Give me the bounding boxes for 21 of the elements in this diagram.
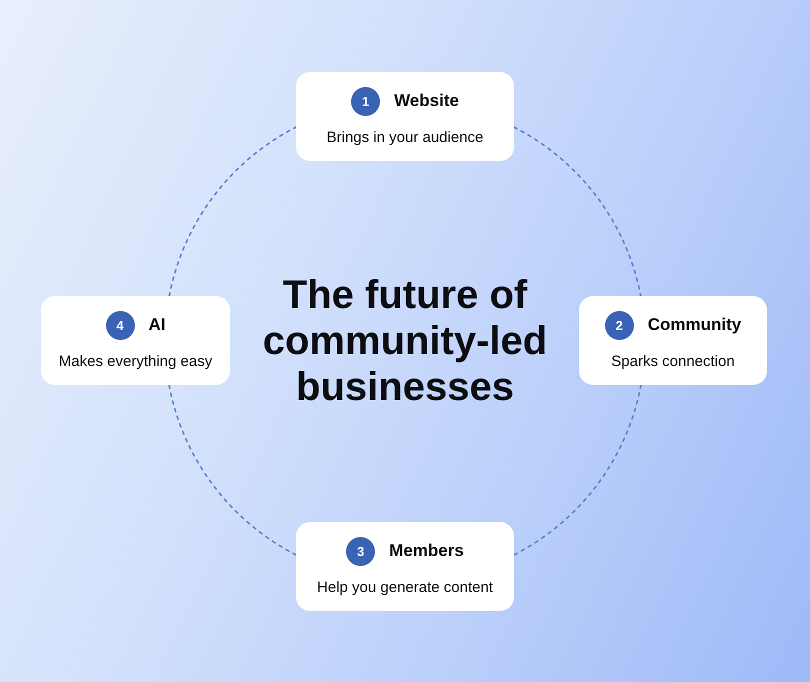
diagram-title: The future of community-led businesses — [262, 272, 548, 410]
connector-arc — [513, 384, 642, 556]
card-description: Brings in your audience — [326, 128, 484, 146]
connector-arc — [168, 384, 297, 556]
step-number-badge: 2 — [604, 310, 634, 340]
card-heading: Members — [389, 541, 464, 561]
card-heading: Community — [648, 315, 742, 335]
card-heading: Website — [394, 91, 459, 111]
card-description: Makes everything easy — [58, 352, 212, 370]
step-number-badge: 1 — [351, 86, 380, 116]
card-description: Help you generate content — [317, 578, 493, 596]
connector-arc — [513, 126, 642, 297]
step-card — [41, 296, 230, 385]
step-number-badge: 4 — [106, 310, 134, 340]
connector-arc — [168, 126, 297, 297]
step-card — [579, 296, 767, 385]
step-number-badge: 3 — [346, 536, 376, 566]
step-card — [296, 522, 514, 611]
card-heading: AI — [148, 315, 166, 335]
step-card — [296, 72, 514, 161]
card-description: Sparks connection — [611, 352, 735, 370]
